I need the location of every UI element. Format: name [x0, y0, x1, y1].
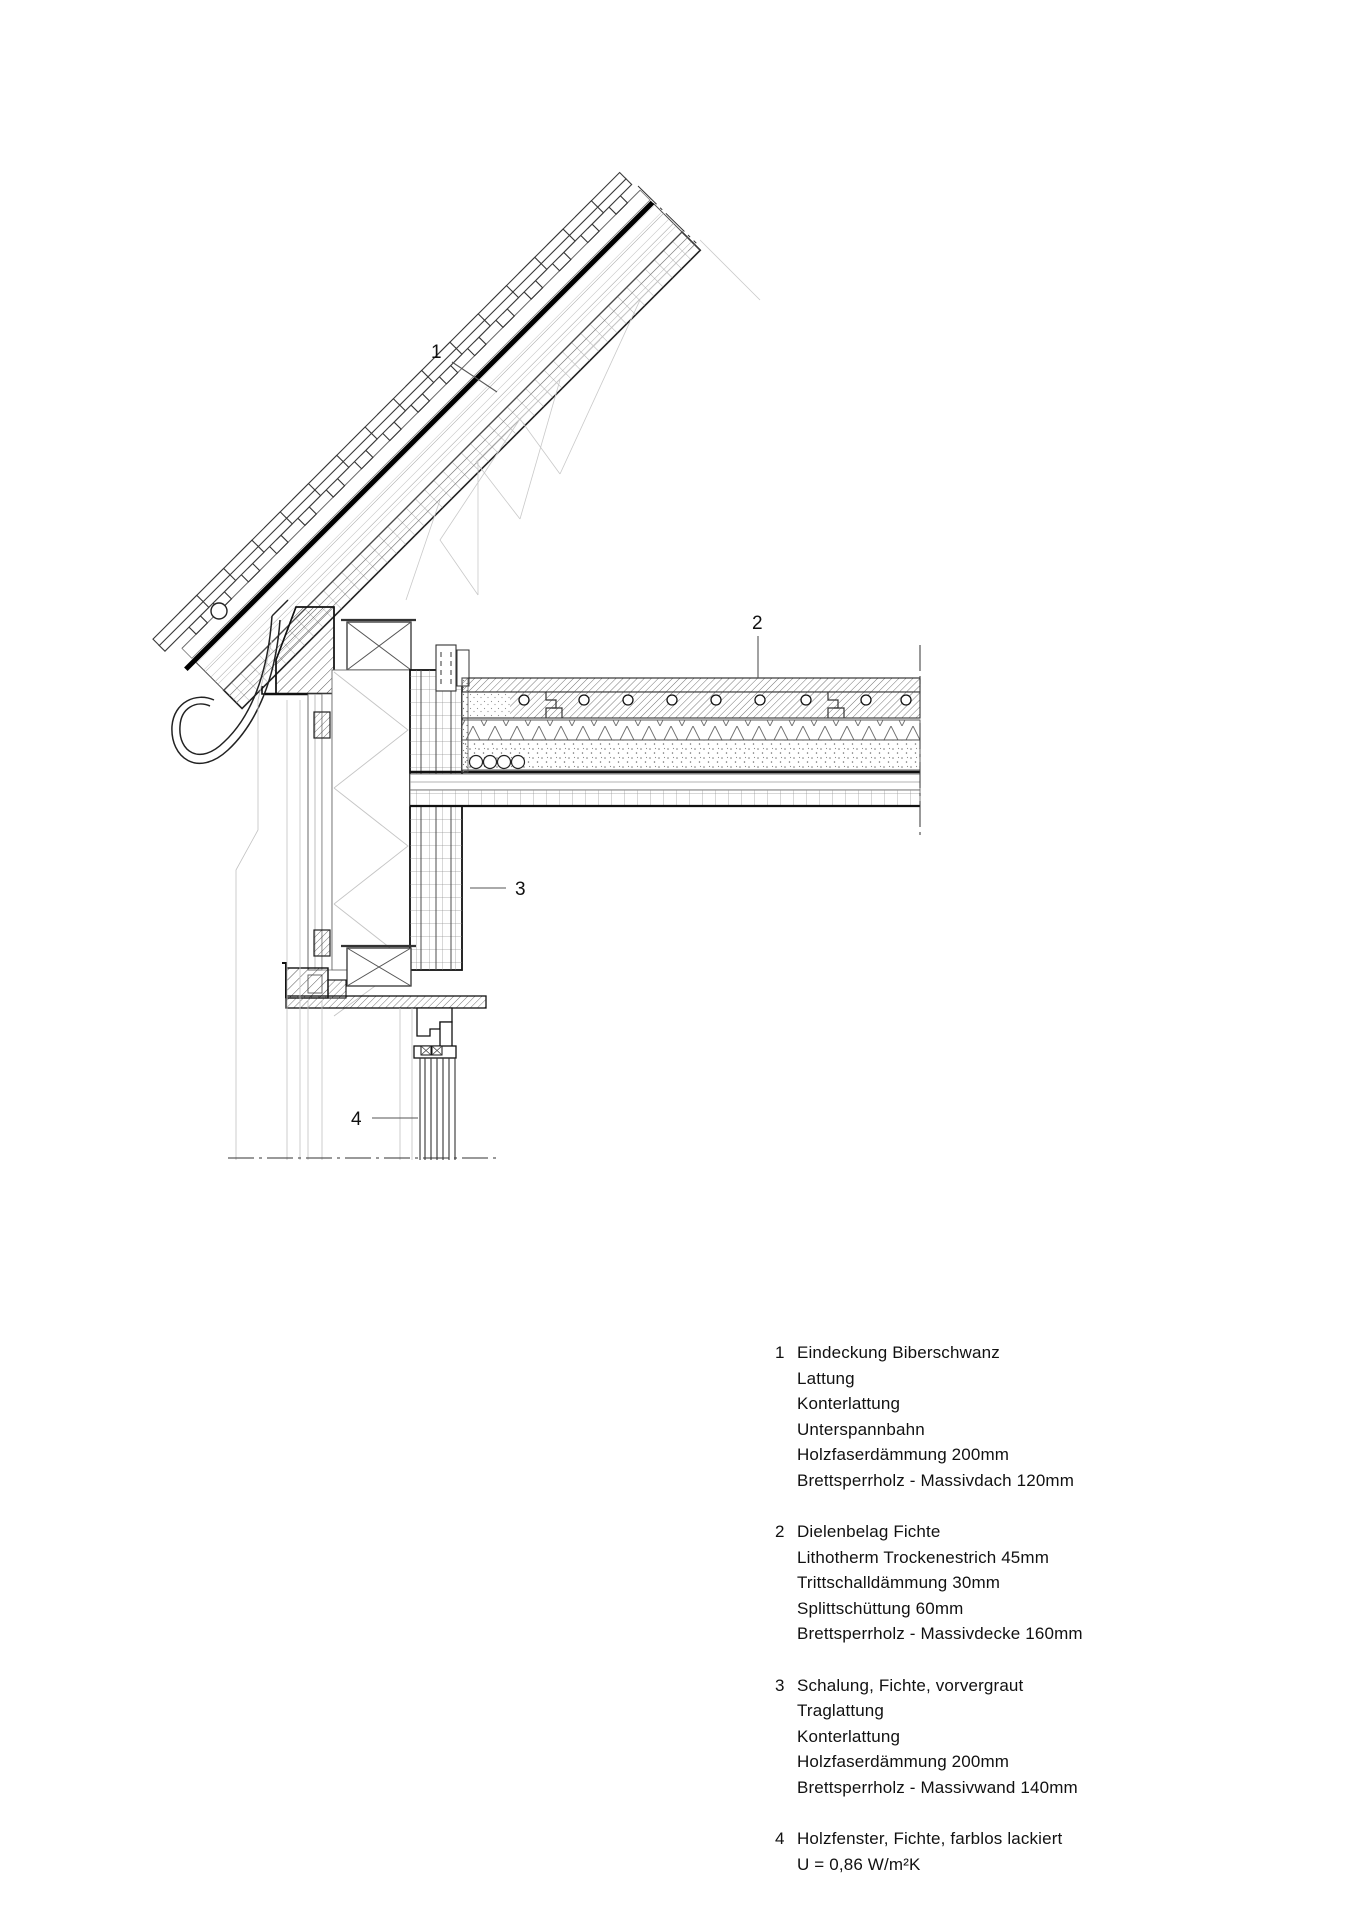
callout-number-2: 2 [752, 613, 763, 634]
legend-item-4: 4 Holzfenster, Fichte, farblos lackiert … [775, 1826, 1175, 1877]
callout-numbers: 1 2 3 4 [351, 342, 763, 1130]
wall-batten-block-lower [313, 929, 331, 957]
legend-line: Dielenbelag Fichte [797, 1522, 941, 1541]
wall-foot-structure [341, 944, 416, 987]
callout-number-4: 4 [351, 1109, 362, 1130]
wall-base-plinth [282, 962, 487, 1009]
legend-line: Trittschalldämmung 30mm [797, 1573, 1001, 1592]
legend-line: Splittschüttung 60mm [797, 1598, 964, 1618]
legend-line: Unterspannbahn [797, 1419, 925, 1439]
eaves-fascia-block [261, 606, 335, 696]
window-glazing [419, 1058, 456, 1160]
roof-assembly [152, 171, 806, 710]
legend-line: Lattung [797, 1368, 855, 1388]
roof-construction-lines [405, 239, 761, 601]
legend-lines-1: Eindeckung Biberschwanz Lattung Konterla… [797, 1340, 1175, 1493]
wall-head-structure [341, 618, 416, 674]
floor-panel-interlock [545, 692, 845, 718]
legend-line: Konterlattung [797, 1394, 901, 1413]
gutter [171, 599, 289, 764]
legend-line: Schalung, Fichte, vorvergraut [797, 1675, 1024, 1695]
legend-line: Brettsperrholz - Massivdecke 160mm [797, 1624, 1083, 1643]
legend-item-3: 3 Schalung, Fichte, vorvergraut Traglatt… [775, 1673, 1175, 1801]
wall-massivwand-clt [409, 669, 463, 971]
legend-lines-3: Schalung, Fichte, vorvergraut Traglattun… [797, 1673, 1175, 1801]
legend-item-2: 2 Dielenbelag Fichte Lithotherm Trockene… [775, 1519, 1175, 1647]
roof-holzfaserdaemmung [194, 202, 683, 691]
legend-line: Holzfaserdämmung 200mm [797, 1752, 1010, 1771]
legend-number-2: 2 [775, 1522, 785, 1541]
legend-number-4: 4 [775, 1829, 785, 1848]
legend-item-1: 1 Eindeckung Biberschwanz Lattung Konter… [775, 1340, 1175, 1493]
legend-line: Konterlattung [797, 1726, 901, 1746]
legend-line: Eindeckung Biberschwanz [797, 1343, 1000, 1362]
legend-line: Brettsperrholz - Massivwand 140mm [797, 1777, 1078, 1797]
window-assembly [228, 1007, 500, 1160]
floor-splittschuettung [461, 739, 921, 771]
legend-line: U = 0,86 W/m²K [797, 1854, 921, 1874]
legend-line: Holzfaserdämmung 200mm [797, 1445, 1010, 1464]
legend-line: Holzfenster, Fichte, farblos lackiert [797, 1829, 1063, 1848]
callout-number-3: 3 [515, 879, 526, 900]
floor-lithotherm [461, 691, 921, 719]
callout-number-1: 1 [431, 342, 442, 363]
wall-batten-block-upper [313, 711, 331, 739]
legend-line: Traglattung [797, 1701, 885, 1720]
roof-eindeckung-biberschwanz [152, 171, 633, 652]
window-reveal-lines [399, 1008, 413, 1160]
window-seal-hardware [420, 1045, 443, 1056]
wall-assembly [235, 639, 487, 1160]
wall-projection-lines [235, 639, 323, 1160]
legend-number-3: 3 [775, 1675, 785, 1695]
floor-dielenbelag [461, 677, 921, 693]
legend: 1 Eindeckung Biberschwanz Lattung Konter… [775, 1340, 1175, 1903]
floor-edge-gravel-circles [468, 754, 526, 770]
floor-trittschalldaemmung [461, 719, 921, 741]
roof-unterspannbahn [184, 200, 655, 671]
roof-layer-stack [152, 171, 702, 710]
floor-assembly [409, 645, 921, 835]
roof-clt-deck [422, 238, 806, 671]
legend-line: Lithotherm Trockenestrich 45mm [797, 1547, 1050, 1567]
floor-heating-pipes [518, 694, 912, 706]
roof-lattung [184, 191, 629, 635]
callout-1-leader [451, 361, 498, 393]
legend-lines-2: Dielenbelag Fichte Lithotherm Trockenest… [797, 1519, 1175, 1647]
callout-leaders [372, 361, 759, 1119]
legend-line: Brettsperrholz - Massivdach 120mm [797, 1470, 1075, 1490]
legend-lines-4: Holzfenster, Fichte, farblos lackiert U … [797, 1826, 1175, 1877]
gutter-bead-icon [210, 602, 228, 620]
floor-edge-detail [461, 677, 469, 773]
legend-number-1: 1 [775, 1343, 785, 1362]
floor-massivdecke-clt [409, 770, 921, 808]
wall-traglattung [313, 693, 333, 971]
